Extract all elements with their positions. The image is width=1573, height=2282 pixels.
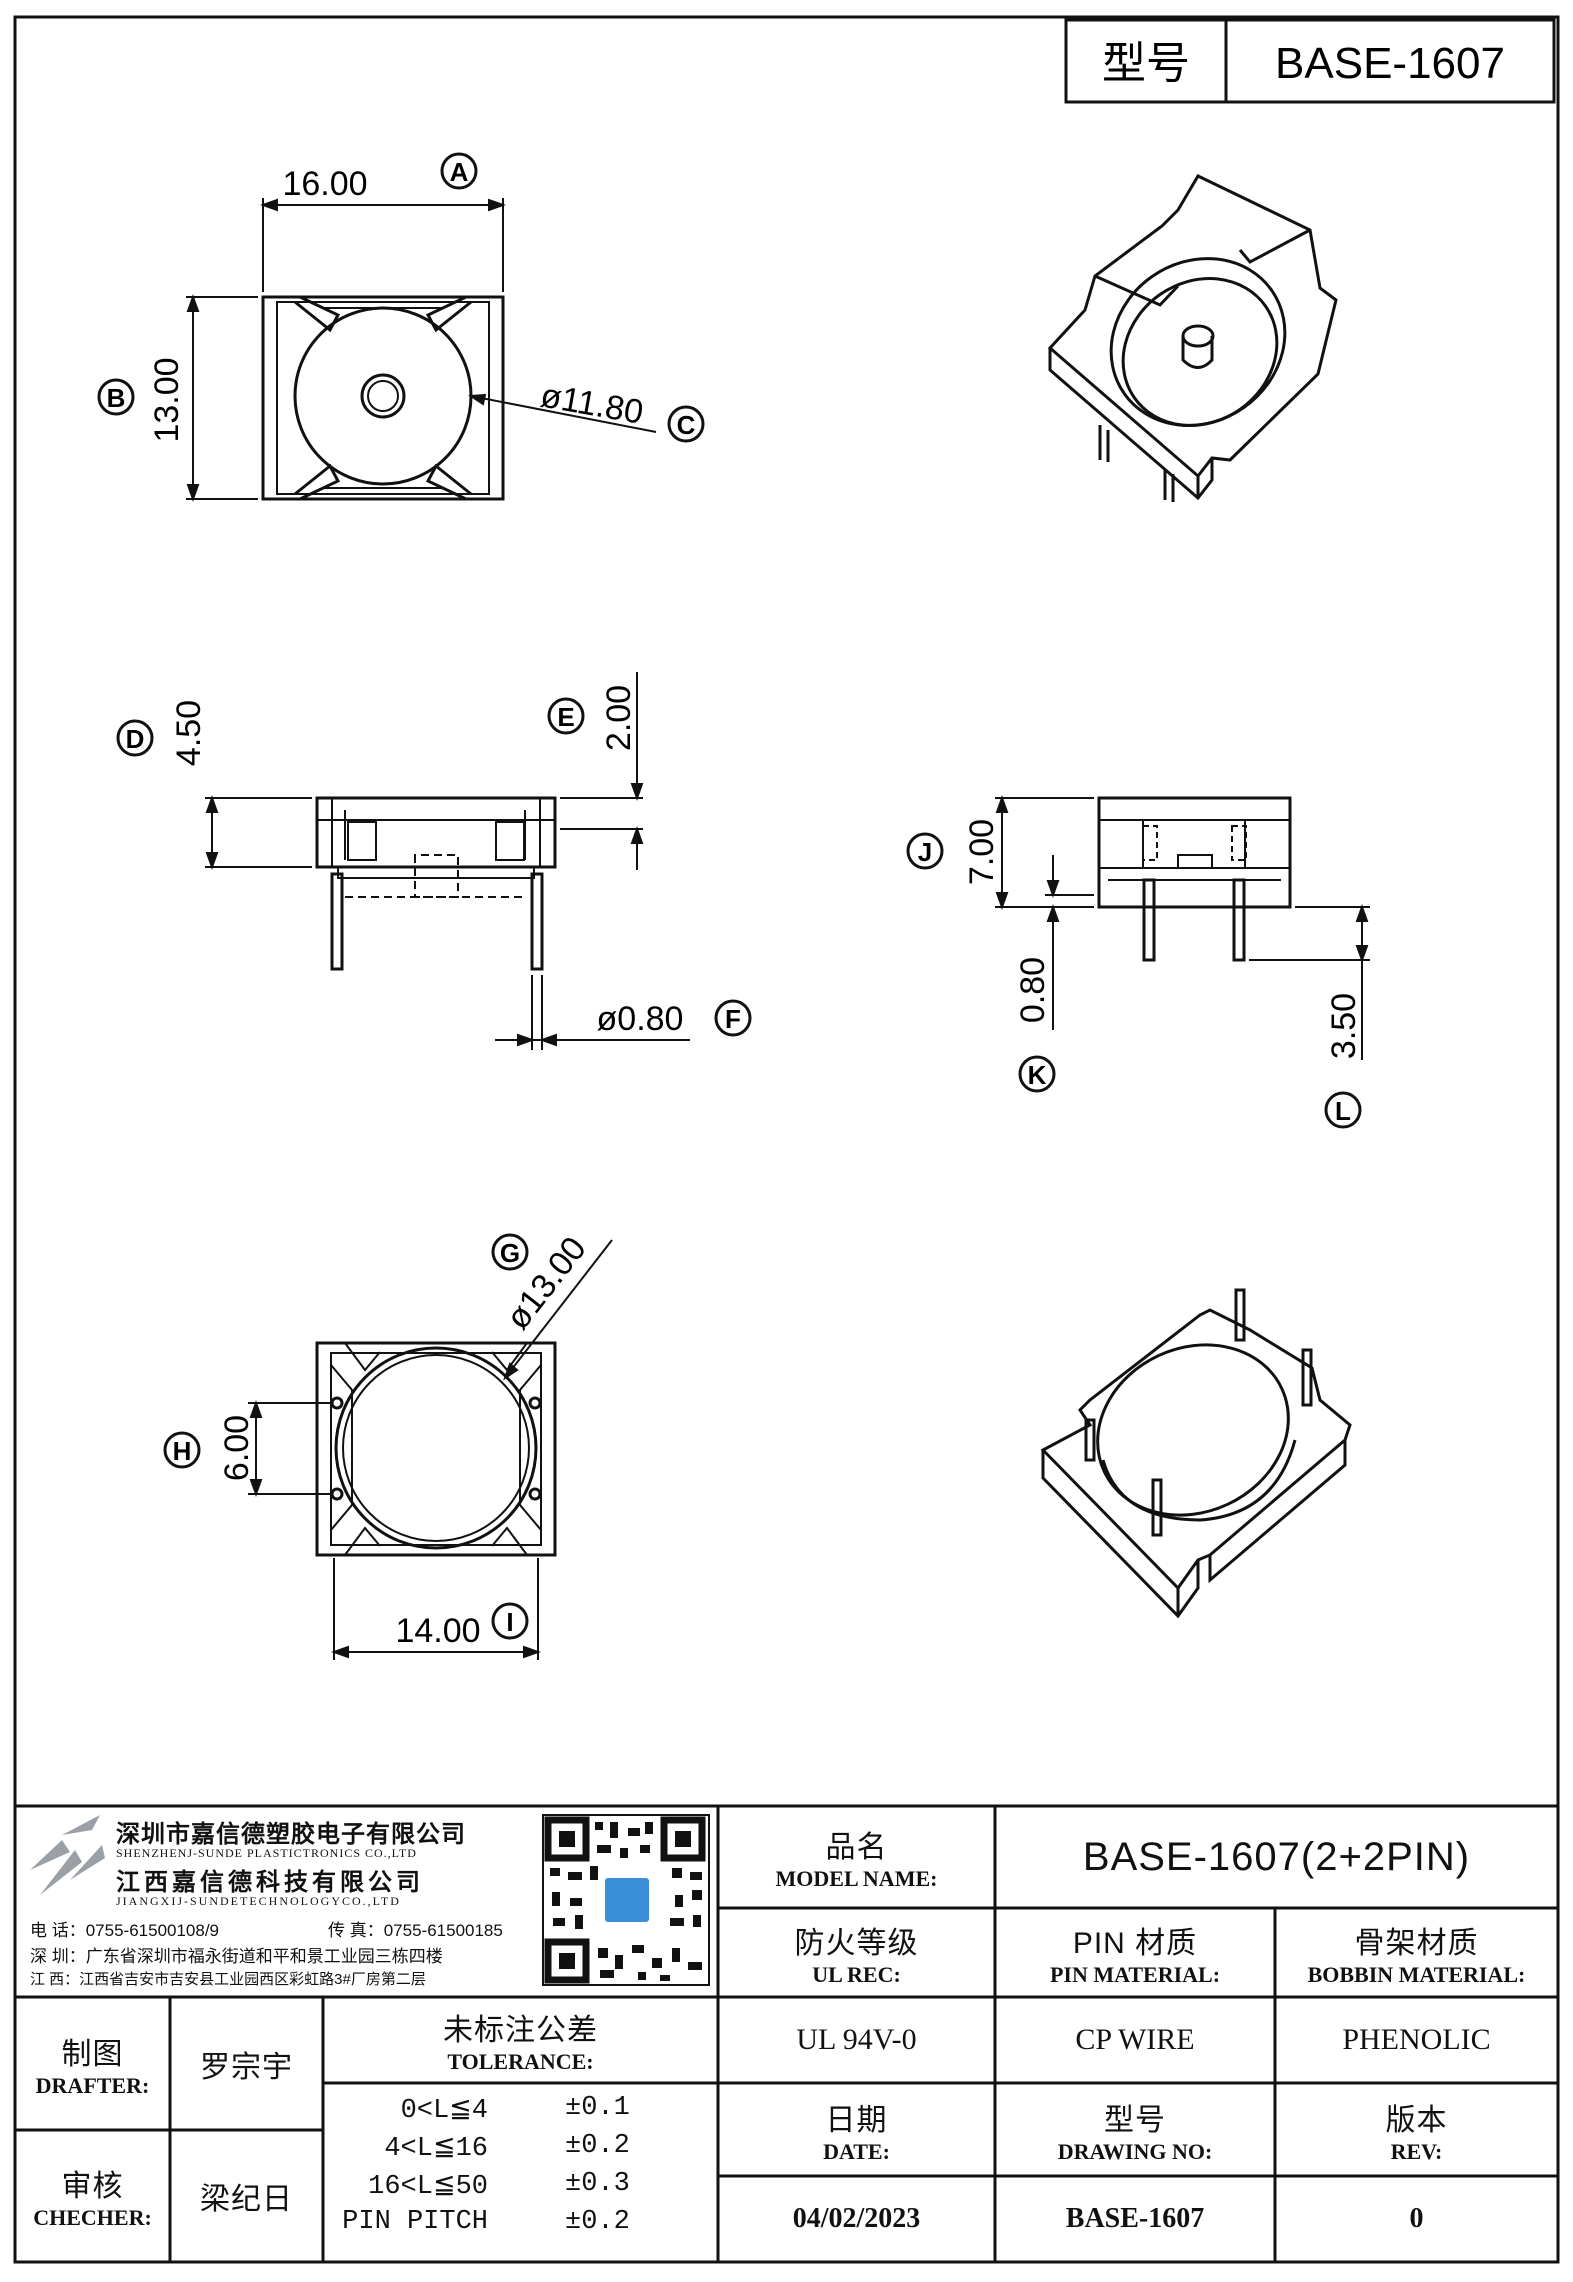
tolerance-range-2: 4<L≦16 [384,2134,488,2164]
tolerance-label: 未标注公差 TOLERANCE: [443,2014,598,2074]
header-model-label: 型号 [1102,39,1190,88]
dim-front-total: 4.50 [170,700,208,766]
bottom-view-circle [334,1346,538,1550]
drawing-no-label: 型号 DRAWING NO: [1057,2103,1213,2164]
svg-text:K: K [1028,1060,1047,1090]
bottom-view-dims [248,1239,613,1660]
iso-view-bottom [1040,1288,1352,1619]
tag-a: A [440,152,478,190]
drafter-label: 制图 DRAFTER: [35,2037,150,2098]
tag-b: B [97,378,135,416]
company-phone: 电 话：0755-61500108/9 [30,1921,220,1940]
tolerance-value-3: ±0.3 [565,2169,630,2199]
header-model-value: BASE-1607 [1275,39,1505,88]
dim-bottom-width: 14.00 [395,1612,480,1650]
checker-label: 审核 CHECHER: [33,2170,152,2230]
tag-k: K [1018,1055,1056,1093]
svg-text:E: E [557,702,574,732]
iso-view-top [1047,174,1338,502]
dim-bottom-pitch: 6.00 [218,1415,256,1481]
pin-material-label: PIN 材质 PIN MATERIAL: [1049,1926,1221,1987]
tag-h: H [163,1431,201,1469]
tag-l: L [1324,1091,1362,1129]
front-view-dims [205,672,690,1050]
company-logo [30,1815,105,1895]
top-view [261,295,505,501]
tolerance-table: 0<L≦4 ±0.1 4<L≦16 ±0.2 16<L≦50 ±0.3 PIN … [323,2083,718,2262]
svg-text:D: D [126,724,145,754]
dim-side-pin-len: 3.50 [1325,993,1363,1059]
company-address-sz: 深 圳：广东省深圳市福永街道和平和景工业园三栋四楼 [30,1947,443,1966]
dim-side-step: 0.80 [1014,957,1052,1023]
dim-top-height: 13.00 [148,357,186,442]
dim-side-height: 7.00 [963,819,1001,885]
svg-text:J: J [918,837,932,867]
tolerance-value-4: ±0.2 [565,2207,630,2237]
rev-label: 版本 REV: [1385,2103,1448,2164]
bottom-view [315,1341,557,1557]
tag-j: J [906,832,944,870]
dim-top-circle: ø11.80 [538,376,646,431]
company-info: 深圳市嘉信德塑胶电子有限公司 SHENZHENJ-SUNDE PLASTICTR… [28,1810,543,1995]
bobbin-material-label: 骨架材质 BOBBIN MATERIAL: [1307,1926,1526,1987]
drawing-no-value: BASE-1607 [1065,2203,1205,2234]
company-name-sz-en: SHENZHENJ-SUNDE PLASTICTRONICS CO.,LTD [116,1846,417,1860]
svg-text:F: F [725,1004,741,1034]
bobbin-material-value: PHENOLIC [1342,2023,1491,2056]
tag-c: C [667,405,705,443]
front-view [315,796,557,971]
company-name-jx: 江西嘉信德科技有限公司 [116,1869,424,1896]
company-name-jx-en: JIANGXIJ-SUNDETECHNOLOGYCO.,LTD [116,1894,401,1908]
pin-material-value: CP WIRE [1075,2023,1195,2056]
svg-text:A: A [450,157,469,187]
tolerance-value-2: ±0.2 [565,2131,630,2161]
company-name-sz: 深圳市嘉信德塑胶电子有限公司 [116,1821,466,1848]
svg-text:B: B [107,383,126,413]
tag-e: E [547,697,585,735]
tag-g: G [491,1233,529,1271]
svg-text:I: I [506,1607,513,1637]
dim-front-top: 2.00 [600,685,638,751]
dim-top-width: 16.00 [282,165,367,203]
tolerance-range-1: 0<L≦4 [400,2096,488,2126]
company-address-jx: 江 西：江西省吉安市吉安县工业园西区彩虹路3#厂房第二层 [30,1971,426,1988]
tolerance-range-3: 16<L≦50 [368,2172,488,2202]
model-name-value: BASE-1607(2+2PIN) [1082,1834,1471,1879]
checker-name: 梁纪日 [200,2183,293,2216]
svg-text:C: C [677,410,696,440]
svg-text:L: L [1335,1096,1351,1126]
tag-f: F [714,999,752,1037]
svg-text:H: H [173,1436,192,1466]
dim-front-pin: ø0.80 [597,1000,684,1038]
side-view [1097,796,1292,962]
top-view-dims [186,198,657,502]
sheet-border [13,15,1560,2264]
ul-rec-label: 防火等级 UL REC: [794,1926,919,1987]
date-label: 日期 DATE: [823,2103,890,2164]
tag-d: D [116,719,154,757]
model-name-label: 品名 MODEL NAME: [775,1831,938,1891]
top-view-outline [261,295,505,501]
tolerance-value-1: ±0.1 [565,2093,630,2123]
rev-value: 0 [1409,2203,1424,2234]
svg-text:G: G [500,1238,520,1268]
title-block-grid [15,1804,1558,2262]
date-value: 04/02/2023 [792,2203,921,2234]
header-model-box: 型号 BASE-1607 [1064,18,1556,104]
drafter-name: 罗宗宇 [200,2050,293,2084]
top-view-core-circle [293,306,473,486]
qr-code [542,1814,710,1986]
ul-rec-value: UL 94V-0 [796,2023,917,2056]
tag-i: I [491,1602,529,1640]
company-fax: 传 真：0755-61500185 [328,1921,503,1940]
tolerance-range-4: PIN PITCH [342,2207,488,2237]
side-view-dims [995,795,1370,1060]
